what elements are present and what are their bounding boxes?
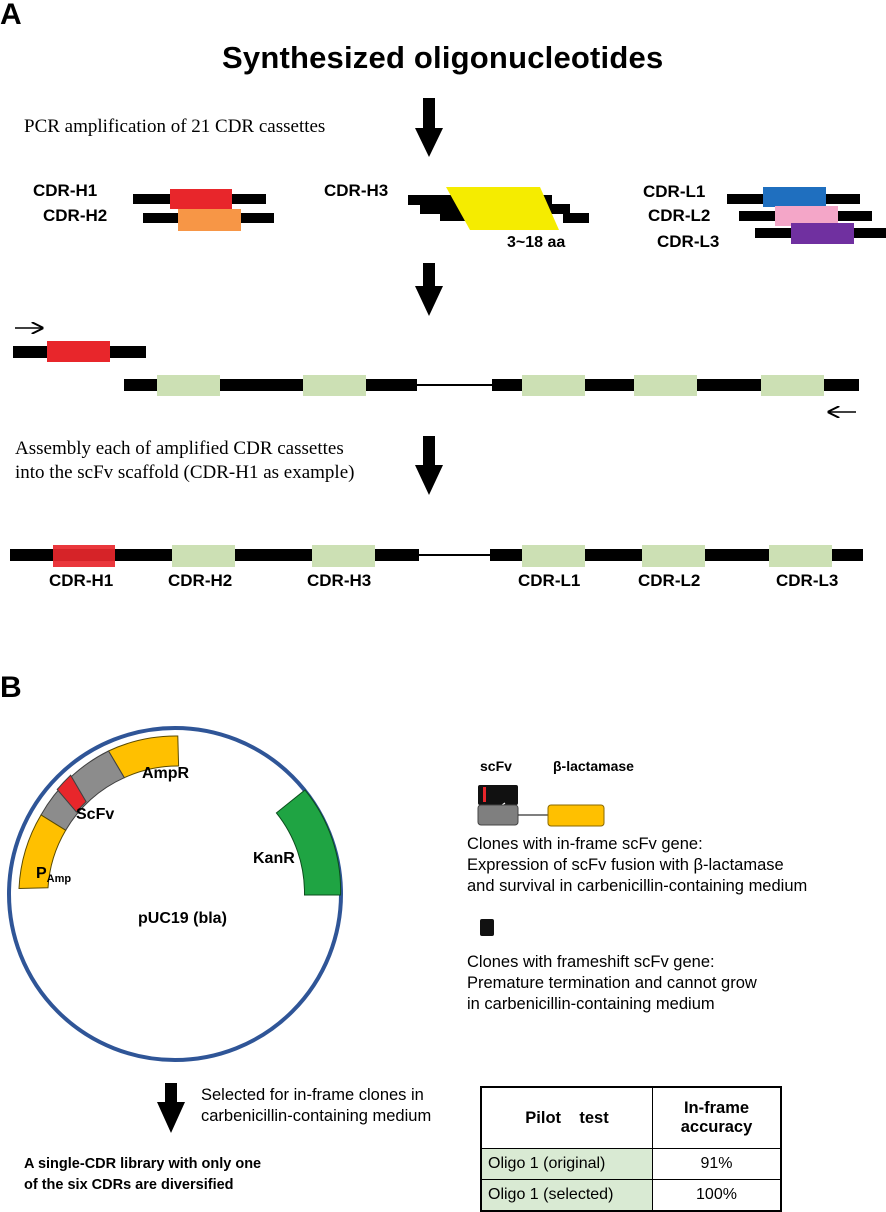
final-label-cdr-h3: CDR-H3	[307, 571, 372, 590]
table-cell-accuracy: 91%	[652, 1148, 782, 1180]
legend-frameshift-line-3: in carbenicillin-containing medium	[467, 995, 715, 1013]
assembled-scfv	[10, 545, 863, 567]
table-header-row: Pilot test In-frame accuracy	[480, 1086, 782, 1149]
legend-inframe-line-2: Expression of scFv fusion with β-lactama…	[467, 856, 784, 874]
down-arrow-2	[415, 263, 443, 316]
plasmid-name: pUC19 (bla)	[138, 910, 227, 927]
legend-inframe-text: Clones with in-frame scFv gene: Expressi…	[467, 834, 882, 897]
table-row: Oligo 1 (original) 91%	[480, 1148, 782, 1180]
legend-frameshift-line-2: Premature termination and cannot grow	[467, 974, 757, 992]
selection-line-2: carbenicillin-containing medium	[201, 1107, 432, 1125]
pamp-label: PAmp	[36, 865, 71, 885]
library-description: A single-CDR library with only one of th…	[24, 1154, 261, 1196]
final-label-cdr-l3: CDR-L3	[776, 571, 839, 590]
cassette-h1	[133, 189, 266, 209]
final-label-cdr-l2: CDR-L2	[638, 571, 701, 590]
cassette-h2	[143, 209, 274, 231]
cassette-l3	[755, 223, 886, 244]
label-cdr-h3: CDR-H3	[324, 181, 389, 200]
label-cdr-l3: CDR-L3	[657, 232, 720, 251]
legend-frameshift-line-1: Clones with frameshift scFv gene:	[467, 953, 715, 971]
scaffold-template	[124, 375, 859, 396]
final-label-cdr-h1: CDR-H1	[49, 571, 114, 590]
legend-inframe-line-3: and survival in carbenicillin-containing…	[467, 877, 808, 895]
pamp-subscript: Amp	[46, 873, 72, 886]
ampr-label: AmpR	[142, 765, 190, 782]
cassette-l1	[727, 187, 860, 207]
pamp-main: P	[36, 865, 47, 882]
table-header-accuracy: In-frame accuracy	[652, 1086, 782, 1149]
legend-blactamase-header: β-lactamase	[553, 758, 634, 774]
panel-b-label: B	[0, 671, 22, 704]
assembly-step-line-1: Assembly each of amplified CDR cassettes	[15, 438, 344, 459]
library-line-2: of the six CDRs are diversified	[24, 1177, 234, 1193]
table-header-accuracy-line-1: In-frame	[683, 1099, 750, 1117]
legend-scfv-header: scFv	[480, 758, 512, 774]
cassette-h3	[408, 187, 589, 230]
amplified-h1-cassette	[13, 341, 146, 362]
cassette-l2	[739, 206, 872, 226]
frameshift-truncated-icon	[480, 919, 494, 936]
table-cell-oligo: Oligo 1 (selected)	[480, 1179, 653, 1212]
scfv-cdr-marker	[56, 774, 87, 813]
table-cell-accuracy: 100%	[652, 1179, 782, 1212]
table-header-accuracy-line-2: accuracy	[680, 1118, 753, 1136]
selection-text: Selected for in-frame clones in carbenic…	[201, 1085, 471, 1127]
legend-inframe-line-1: Clones with in-frame scFv gene:	[467, 835, 703, 853]
pamp-segment	[18, 814, 67, 890]
panel-a-label: A	[0, 0, 22, 31]
label-h3-length: 3~18 aa	[507, 234, 566, 251]
pilot-test-table: Pilot test In-frame accuracy Oligo 1 (or…	[480, 1086, 782, 1212]
table-header-pilot: Pilot test	[480, 1086, 653, 1149]
down-arrow-1	[415, 98, 443, 157]
kanr-label: KanR	[253, 850, 295, 867]
assembly-step-line-2: into the scFv scaffold (CDR-H1 as exampl…	[15, 462, 355, 483]
ampr-segment	[107, 735, 180, 779]
table-cell-oligo: Oligo 1 (original)	[480, 1148, 653, 1180]
scfv-label: ScFv	[76, 806, 115, 823]
final-label-cdr-h2: CDR-H2	[168, 571, 233, 590]
legend-frameshift-text: Clones with frameshift scFv gene: Premat…	[467, 952, 882, 1015]
pcr-step-text: PCR amplification of 21 CDR cassettes	[24, 116, 326, 137]
down-arrow-3	[415, 436, 443, 495]
label-cdr-l2: CDR-L2	[648, 206, 711, 225]
table-row: Oligo 1 (selected) 100%	[480, 1179, 782, 1212]
kanr-segment	[275, 789, 342, 896]
selection-arrow	[157, 1083, 185, 1133]
library-line-1: A single-CDR library with only one	[24, 1156, 262, 1172]
inframe-fusion-diagram	[477, 785, 605, 827]
label-cdr-h1: CDR-H1	[33, 181, 98, 200]
selection-line-1: Selected for in-frame clones in	[201, 1086, 424, 1104]
label-cdr-l1: CDR-L1	[643, 182, 706, 201]
panel-a-title: Synthesized oligonucleotides	[222, 40, 664, 75]
label-cdr-h2: CDR-H2	[43, 206, 108, 225]
final-label-cdr-l1: CDR-L1	[518, 571, 581, 590]
